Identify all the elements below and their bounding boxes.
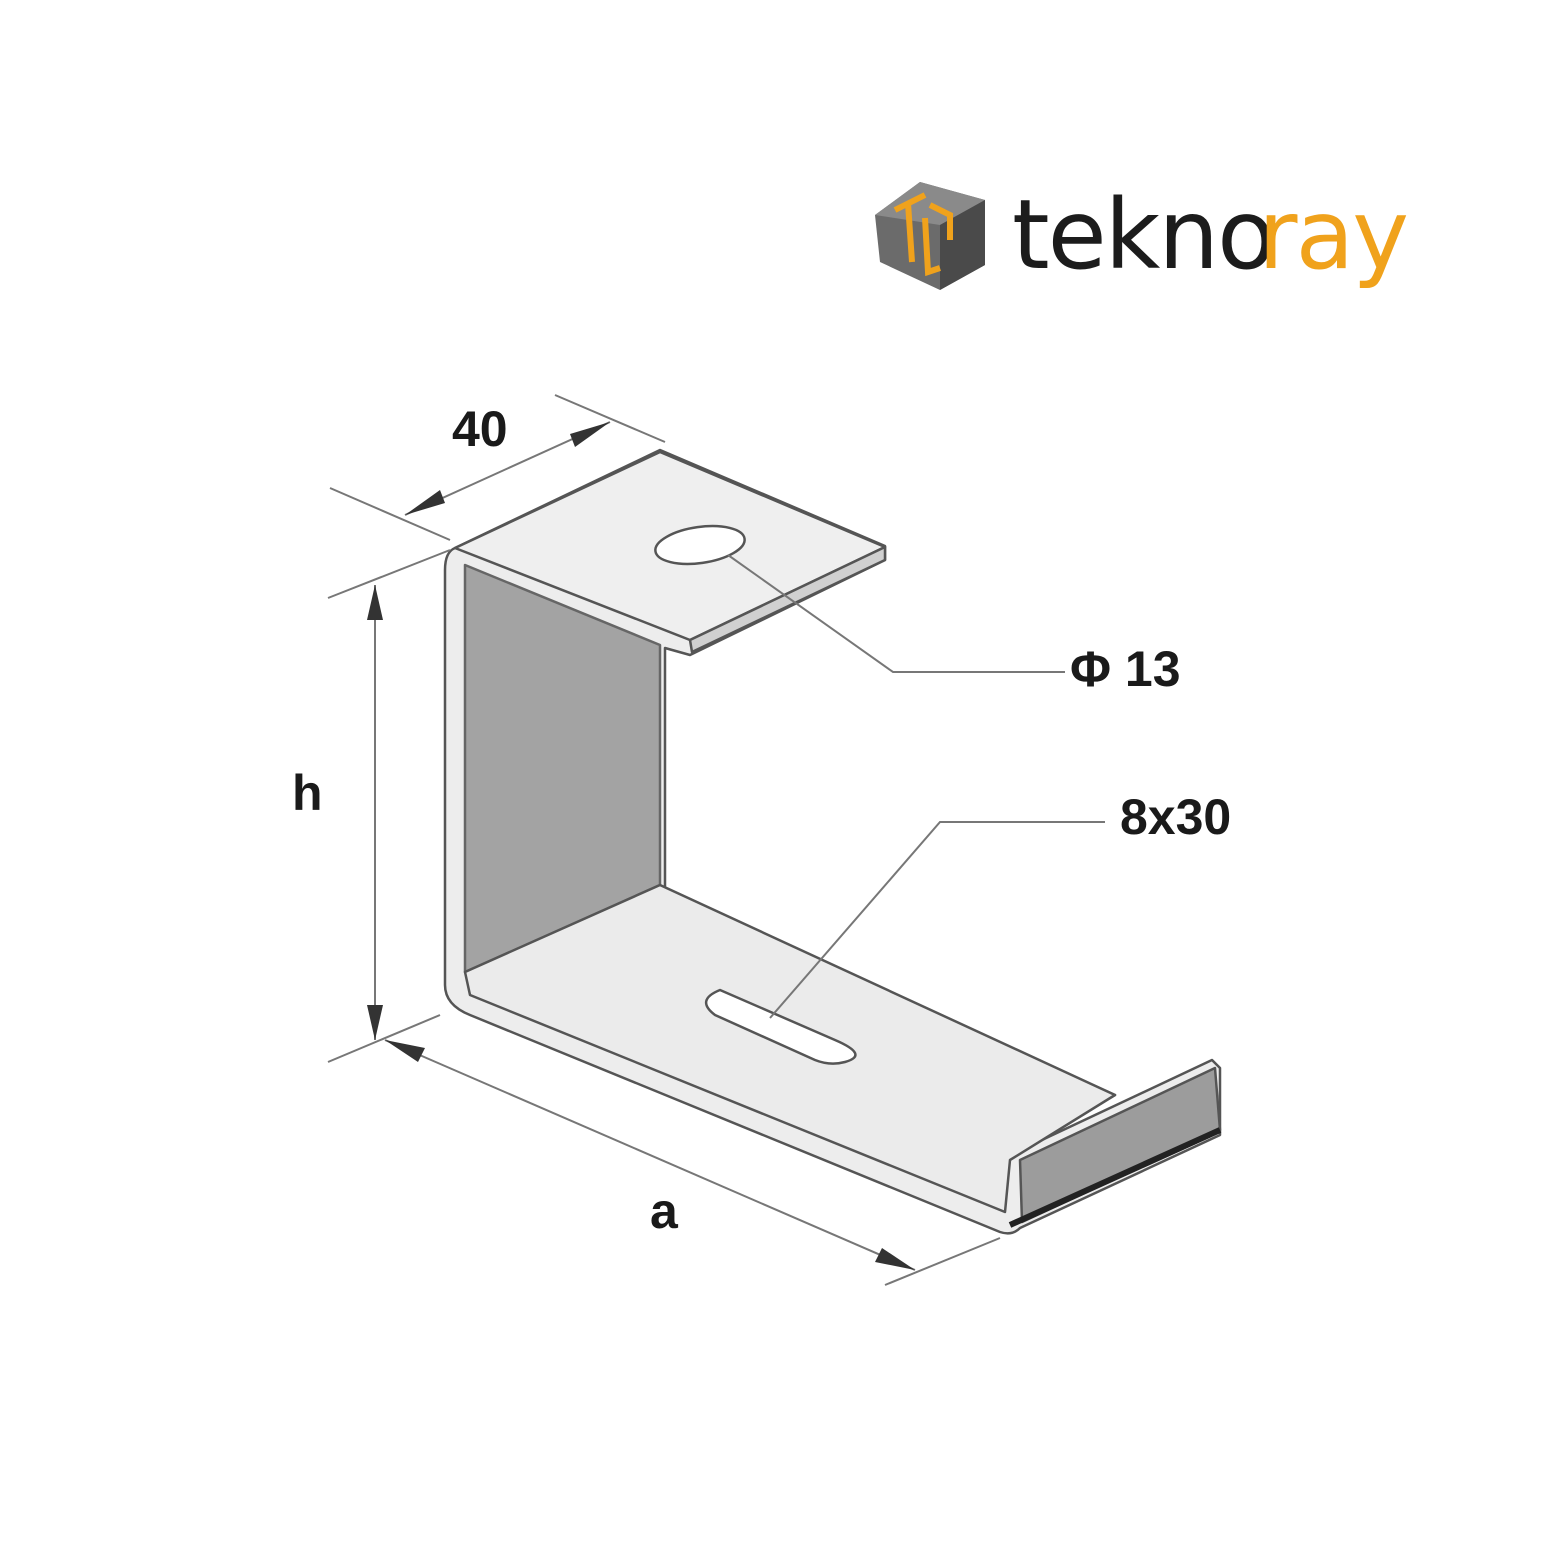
width-dimension-label: 40 [452,401,508,457]
logo-text-tekno: tekno [1012,179,1274,291]
hole-diameter-label: Φ 13 [1070,641,1181,697]
slot-size-label: 8x30 [1120,789,1231,845]
teknoray-logo: tekno ray [875,179,1409,291]
length-dimension-label: a [650,1183,679,1239]
logo-text-ray: ray [1258,179,1407,291]
dimension-lines [327,394,1105,1286]
bracket-drawing [443,448,1222,1235]
height-dimension-label: h [292,765,323,821]
dimension-arrows [367,422,915,1270]
